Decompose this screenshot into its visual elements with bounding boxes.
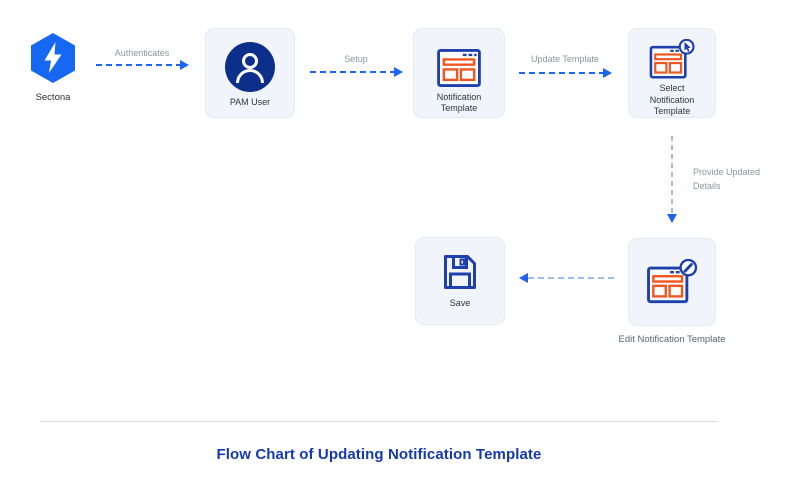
edge-update-template-label: Update Template xyxy=(531,54,599,64)
node-select-notification-template-label: Select Notification Template xyxy=(650,83,695,117)
template-edit-icon xyxy=(647,259,698,304)
label-line: Template xyxy=(440,103,478,114)
label-line: Provide Updated xyxy=(693,167,761,177)
arrow-left-icon xyxy=(519,273,614,283)
label-line: Template xyxy=(653,105,691,116)
arrow-right-icon xyxy=(519,68,612,78)
node-pam-user-label: PAM User xyxy=(229,97,271,107)
sectona-label: Sectona xyxy=(35,92,71,103)
page-title: Flow Chart of Updating Notification Temp… xyxy=(216,446,542,463)
node-select-notification-template: Select Notification Template xyxy=(628,28,716,118)
label-line: Notification xyxy=(649,94,695,105)
node-notification-template-label: Notification Template xyxy=(437,92,482,115)
sectona-hexagon-icon xyxy=(31,33,75,83)
node-notification-template: Notification Template xyxy=(413,28,505,118)
label-line: Details xyxy=(693,180,721,191)
label-line: Notification xyxy=(436,92,482,102)
node-pam-user: PAM User xyxy=(205,28,295,118)
node-save-label: Save xyxy=(449,298,471,308)
divider xyxy=(40,421,718,422)
node-edit-notification-template-caption: Edit Notification Template xyxy=(618,334,726,345)
edge-provide-updated-details-label: Provide Updated Details xyxy=(693,166,775,193)
save-floppy-icon xyxy=(444,255,476,289)
label-line: Select xyxy=(659,83,685,94)
node-edit-notification-template xyxy=(628,238,716,326)
user-icon xyxy=(225,42,275,92)
edge-authenticates-label: Authenticates xyxy=(114,48,170,58)
template-window-icon xyxy=(437,49,481,87)
arrow-right-icon xyxy=(96,60,189,70)
template-select-icon xyxy=(649,39,695,79)
node-save: Save xyxy=(415,237,505,325)
edge-setup-label: Setup xyxy=(344,54,368,64)
arrow-right-icon xyxy=(310,67,403,77)
arrow-down-icon xyxy=(667,136,677,223)
sectona-logo: Sectona xyxy=(18,33,88,103)
